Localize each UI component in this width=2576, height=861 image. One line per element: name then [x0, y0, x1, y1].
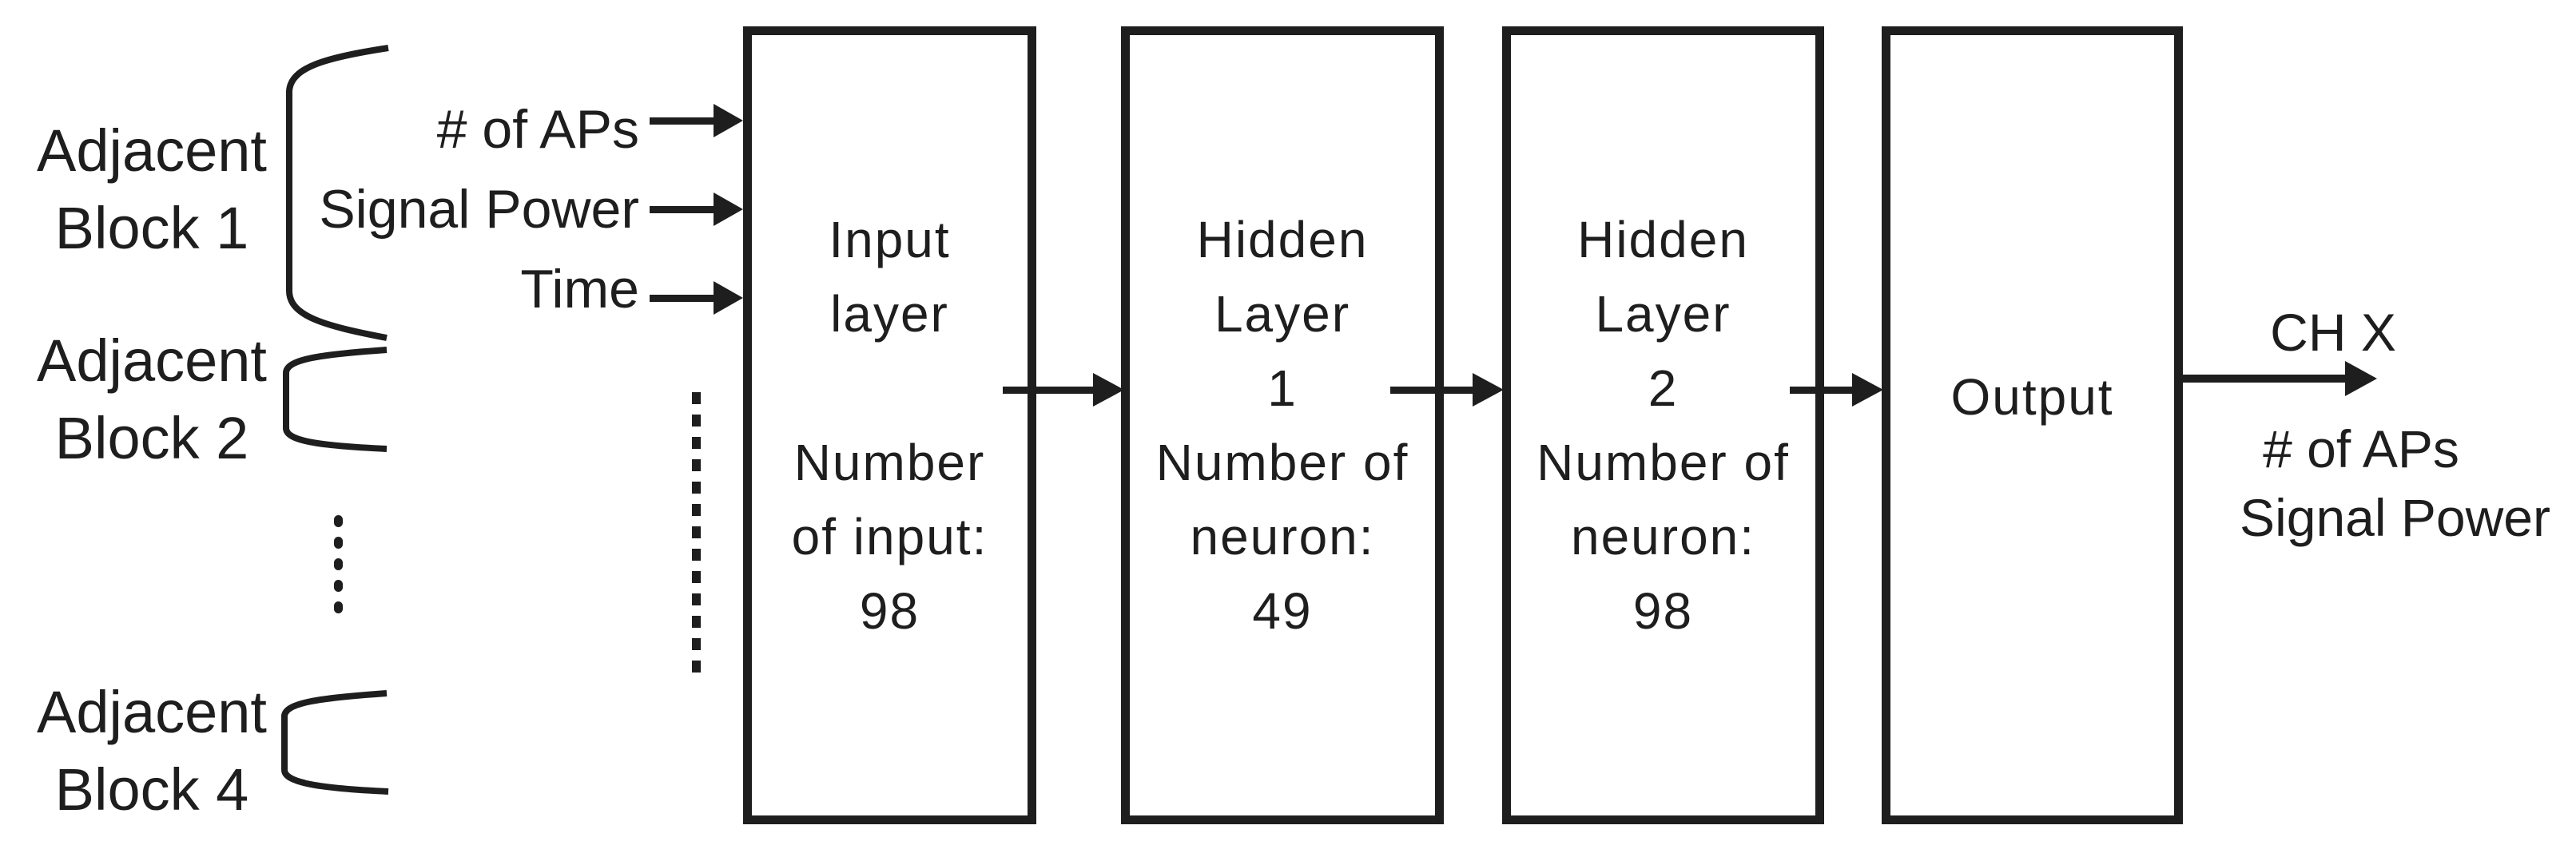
hidden-layer-1-title-line2: Layer	[1214, 284, 1351, 343]
adjacent-block-1-line1: Adjacent	[37, 117, 267, 184]
output-label-signal-power: Signal Power	[2240, 488, 2550, 547]
hidden-layer-2-count-line2: neuron:	[1570, 507, 1756, 565]
output-label-channel: CH X	[2270, 303, 2396, 362]
hidden-layer-1-box: Hidden Layer 1 Number of neuron: 49	[1121, 26, 1444, 824]
input-label-signal-power: Signal Power	[319, 179, 639, 240]
adjacent-block-2-line2: Block 2	[54, 405, 249, 471]
hidden-layer-1-count-line2: neuron:	[1190, 507, 1375, 565]
block-4-brace	[281, 690, 389, 795]
input-label-num-aps: # of APs	[436, 99, 639, 160]
hidden-layer-1-count-line1: Number of	[1155, 433, 1409, 491]
adjacent-block-2-line1: Adjacent	[37, 327, 267, 394]
input-layer-count-line2: of input:	[791, 507, 988, 565]
adjacent-block-2-label: Adjacent Block 2	[32, 322, 272, 477]
hidden-layer-1-title-line1: Hidden	[1196, 210, 1369, 268]
output-label-num-aps: # of APs	[2263, 419, 2459, 478]
input-label-time: Time	[520, 259, 639, 319]
input-layer-count-line1: Number	[793, 433, 986, 491]
hidden-layer-1-number: 1	[1267, 359, 1298, 417]
more-inputs-dashed-line	[692, 392, 701, 681]
hidden-layer-2-title-line1: Hidden	[1577, 210, 1749, 268]
hidden-layer-2-title-line2: Layer	[1595, 284, 1731, 343]
hidden-layer-2-number: 2	[1648, 359, 1679, 417]
input-layer-count-value: 98	[859, 581, 920, 640]
hidden-layer-1-count-value: 49	[1252, 581, 1313, 640]
output-box-label: Output	[1950, 368, 2114, 426]
output-box: Output	[1882, 26, 2183, 824]
adjacent-block-1-label: Adjacent Block 1	[32, 112, 272, 267]
input-layer-title-line1: Input	[829, 210, 951, 268]
block-2-brace	[283, 347, 388, 452]
adjacent-block-4-line1: Adjacent	[37, 679, 267, 745]
adjacent-block-4-line2: Block 4	[54, 756, 249, 823]
hidden-layer-2-count-value: 98	[1632, 581, 1694, 640]
input-layer-title-line2: layer	[830, 284, 949, 343]
adjacent-block-4-label: Adjacent Block 4	[32, 673, 272, 828]
adjacent-block-1-line2: Block 1	[54, 195, 249, 261]
input-layer-box: Input layer Number of input: 98	[743, 26, 1036, 824]
hidden-layer-2-count-line1: Number of	[1536, 433, 1790, 491]
hidden-layer-2-box: Hidden Layer 2 Number of neuron: 98	[1502, 26, 1824, 824]
